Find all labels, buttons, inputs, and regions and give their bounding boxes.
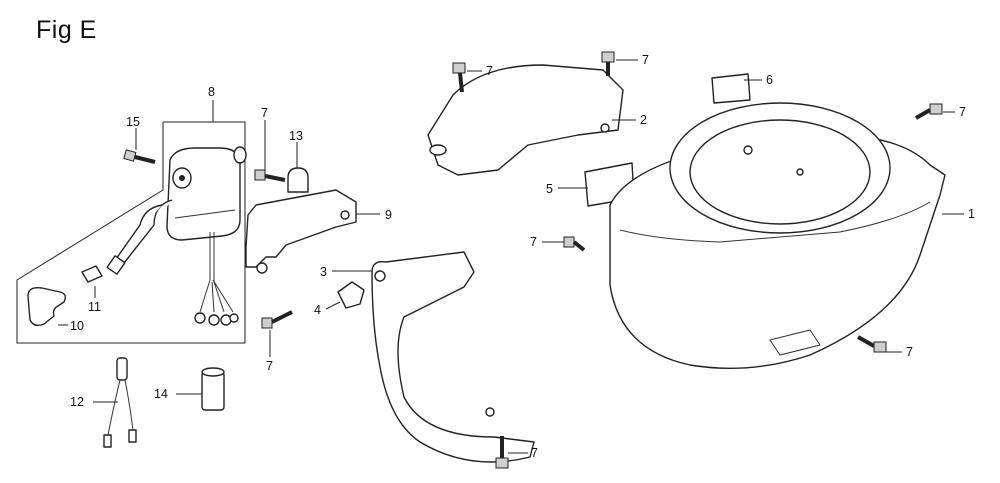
figure-title: Fig E: [36, 16, 97, 44]
callout-7-lower-left: 7: [266, 359, 273, 373]
callout-14: 14: [154, 387, 168, 401]
callout-6: 6: [766, 73, 773, 87]
callout-1: 1: [968, 207, 975, 221]
callout-7-right: 7: [959, 105, 966, 119]
callout-12: 12: [70, 395, 84, 409]
bolt-7-top-mid: [601, 51, 615, 76]
callout-10: 10: [70, 319, 84, 333]
bolt-7-right: [915, 103, 943, 120]
callout-7-top-left: 7: [486, 64, 493, 78]
bolt-7-coil: [254, 169, 286, 182]
callout-7-housing-bottom: 7: [906, 345, 913, 359]
callout-8: 8: [208, 85, 215, 99]
callout-9: 9: [385, 208, 392, 222]
bolt-15: [123, 149, 156, 164]
lower-shroud: [371, 251, 535, 463]
ignition-coil-group: [16, 121, 247, 344]
callout-4: 4: [314, 303, 321, 317]
upper-shroud: [427, 64, 624, 176]
bolt-7-bottom: [495, 436, 509, 469]
high-tension-lead: [123, 199, 173, 264]
terminal-clip: [81, 265, 103, 283]
group-outline: [16, 121, 246, 344]
callout-13: 13: [289, 129, 303, 143]
bolt-7-housing-bottom: [857, 335, 887, 353]
bolt-7-top-left: [452, 62, 466, 93]
callout-11: 11: [88, 300, 101, 314]
callout-5: 5: [546, 182, 553, 196]
bolt-7-housing-left: [563, 236, 586, 252]
bolt-7-lower-left: [261, 310, 293, 329]
callout-7-top-mid: 7: [642, 53, 649, 67]
harness-clip: [337, 281, 365, 309]
callout-7-bottom: 7: [531, 446, 538, 460]
ignition-coil: [166, 147, 241, 241]
callout-2: 2: [640, 113, 647, 127]
spark-plug-cap: [27, 286, 67, 327]
lead-wire: [103, 357, 137, 448]
decal-6: [711, 73, 751, 104]
wire-clip: [287, 167, 309, 193]
mounting-bracket: [245, 189, 357, 268]
tube: [201, 367, 225, 411]
callout-15: 15: [126, 115, 140, 129]
callout-7-coil: 7: [261, 106, 268, 120]
leader-lines: [58, 59, 964, 454]
callout-7-housing-left: 7: [530, 235, 537, 249]
callout-3: 3: [320, 265, 327, 279]
